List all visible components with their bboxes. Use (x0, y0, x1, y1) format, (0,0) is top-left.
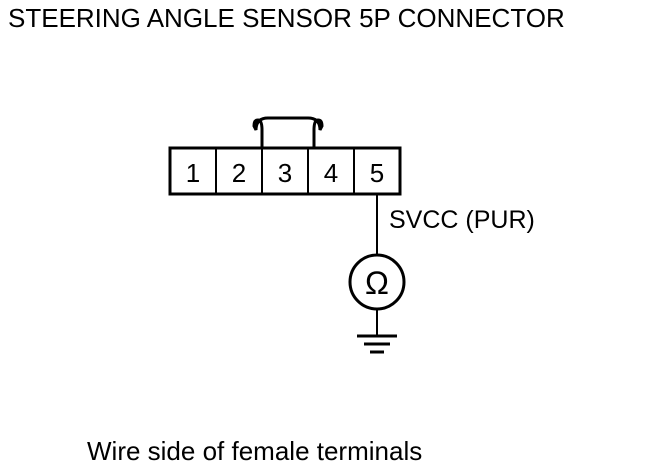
pin-2-label: 2 (232, 158, 246, 188)
pin-4-label: 4 (324, 158, 338, 188)
pin-5-label: 5 (370, 158, 384, 188)
connector-5p: 1 2 3 4 5 (168, 116, 402, 196)
pin-3-label: 3 (278, 158, 292, 188)
diagram-title: STEERING ANGLE SENSOR 5P CONNECTOR (8, 3, 565, 33)
wire-color-label: SVCC (PUR) (389, 206, 535, 234)
connector-lock-tab (252, 116, 324, 148)
ohm-symbol: Ω (365, 265, 389, 301)
ohmmeter-icon: Ω (348, 253, 406, 311)
diagram-caption: Wire side of female terminals (87, 436, 422, 466)
connector-body (168, 146, 402, 196)
pin-1-label: 1 (186, 158, 200, 188)
ground-icon (357, 334, 397, 354)
